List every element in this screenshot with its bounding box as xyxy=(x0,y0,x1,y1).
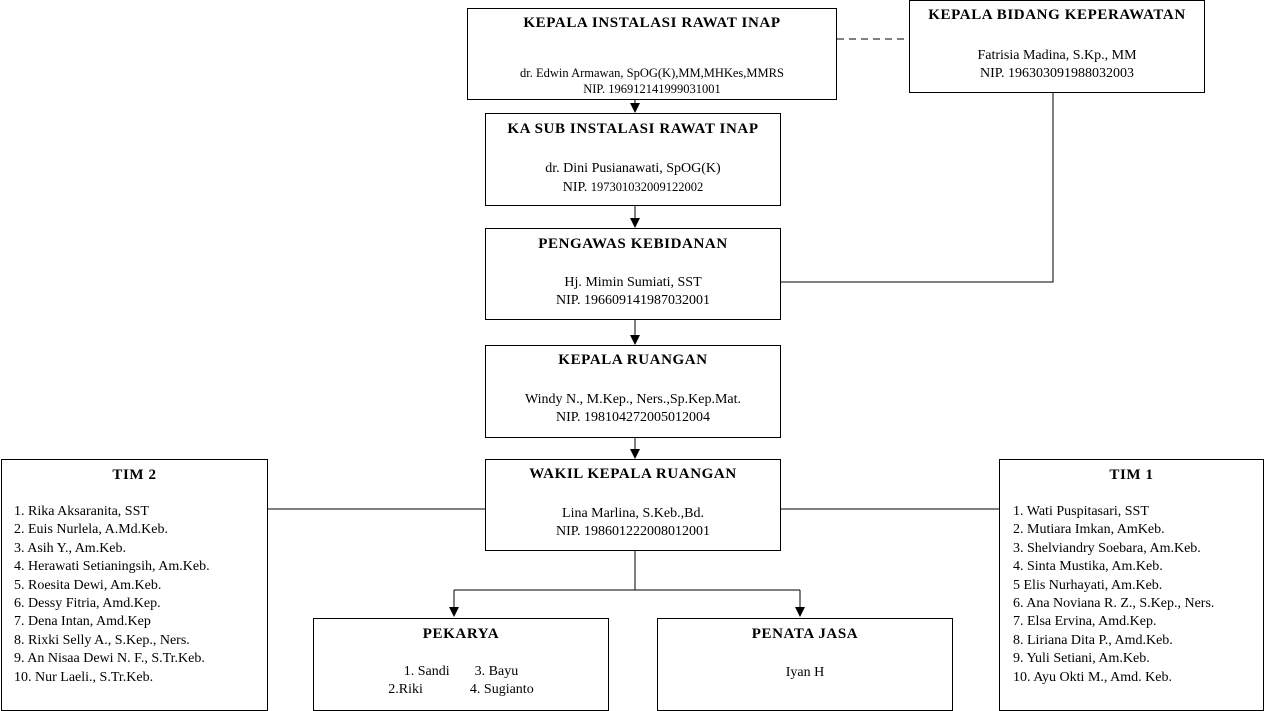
list-item: 6. Ana Noviana R. Z., S.Kep., Ners. xyxy=(1013,596,1215,612)
ka-sub-instalasi-name: dr. Dini Pusianawati, SpOG(K) xyxy=(545,161,721,176)
list-item: 1. Rika Aksaranita, SST xyxy=(14,504,149,519)
kepala-bidang-nip: NIP. 196303091988032003 xyxy=(979,66,1134,81)
wakil-kepala-ruangan-name: Lina Marlina, S.Keb.,Bd. xyxy=(562,506,704,521)
pengawas-kebidanan-box: PENGAWAS KEBIDANAN Hj. Mimin Sumiati, SS… xyxy=(485,228,781,320)
tim-2-box: TIM 2 1. Rika Aksaranita, SST 2. Euis Nu… xyxy=(1,459,268,711)
wakil-kepala-ruangan-box: WAKIL KEPALA RUANGAN Lina Marlina, S.Keb… xyxy=(485,459,781,551)
kepala-instalasi-nip: NIP. 196912141999031001 xyxy=(583,82,721,96)
pengawas-kebidanan-name: Hj. Mimin Sumiati, SST xyxy=(564,275,702,290)
list-item: 8. Rixki Selly A., S.Kep., Ners. xyxy=(14,632,190,648)
list-item: 1. Wati Puspitasari, SST xyxy=(1013,504,1149,519)
kepala-ruangan-nip: NIP. 198104272005012004 xyxy=(555,410,710,425)
kepala-instalasi-name: dr. Edwin Armawan, SpOG(K),MM,MHKes,MMRS xyxy=(520,66,784,80)
ka-sub-instalasi-nip-label: NIP. xyxy=(562,180,588,195)
line-kepala-bidang-to-pengawas xyxy=(781,93,1054,283)
ka-sub-instalasi-nip-number: 197301032009122002 xyxy=(590,180,704,194)
list-item: 5. Roesita Dewi, Am.Keb. xyxy=(14,577,162,593)
kepala-bidang-box: KEPALA BIDANG KEPERAWATAN Fatrisia Madin… xyxy=(909,0,1205,93)
pekarya-member: 2.Riki xyxy=(388,682,423,697)
list-item: 9. An Nisaa Dewi N. F., S.Tr.Keb. xyxy=(14,651,205,667)
list-item: 9. Yuli Setiani, Am.Keb. xyxy=(1013,651,1150,667)
pengawas-kebidanan-nip: NIP. 196609141987032001 xyxy=(555,293,710,308)
ka-sub-instalasi-nip: NIP. 197301032009122002 xyxy=(486,180,780,196)
list-item: 3. Shelviandry Soebara, Am.Keb. xyxy=(1013,540,1201,556)
list-item: 2. Mutiara Imkan, AmKeb. xyxy=(1013,522,1165,538)
tim-1-box: TIM 1 1. Wati Puspitasari, SST 2. Mutiar… xyxy=(999,459,1264,711)
ka-sub-instalasi-box: KA SUB INSTALASI RAWAT INAP dr. Dini Pus… xyxy=(485,113,781,206)
pekarya-title: PEKARYA xyxy=(422,626,500,642)
kepala-ruangan-box: KEPALA RUANGAN Windy N., M.Kep., Ners.,S… xyxy=(485,345,781,438)
pekarya-box: PEKARYA 1. Sandi 3. Bayu 2.Riki 4. Sugia… xyxy=(313,618,609,711)
pengawas-kebidanan-title: PENGAWAS KEBIDANAN xyxy=(538,236,728,252)
list-item: 8. Liriana Dita P., Amd.Keb. xyxy=(1013,632,1173,648)
list-item: 2. Euis Nurlela, A.Md.Keb. xyxy=(14,522,168,538)
penata-jasa-name: Iyan H xyxy=(785,665,825,680)
list-item: 4. Sinta Mustika, Am.Keb. xyxy=(1013,559,1163,575)
kepala-ruangan-title: KEPALA RUANGAN xyxy=(558,352,708,368)
kepala-bidang-name: Fatrisia Madina, S.Kp., MM xyxy=(977,48,1137,63)
list-item: 4. Herawati Setianingsih, Am.Keb. xyxy=(14,559,210,575)
pekarya-row-2: 2.Riki 4. Sugianto xyxy=(314,682,608,698)
list-item: 10. Ayu Okti M., Amd. Keb. xyxy=(1013,669,1172,685)
kepala-instalasi-title: KEPALA INSTALASI RAWAT INAP xyxy=(523,15,781,31)
wakil-kepala-ruangan-title: WAKIL KEPALA RUANGAN xyxy=(529,466,737,482)
tim-1-title: TIM 1 xyxy=(1109,467,1154,483)
tim-1-member-list: 1. Wati Puspitasari, SST 2. Mutiara Imka… xyxy=(1013,503,1214,687)
list-item: 7. Dena Intan, Amd.Kep xyxy=(14,614,151,630)
kepala-bidang-title: KEPALA BIDANG KEPERAWATAN xyxy=(928,7,1186,23)
kepala-ruangan-name: Windy N., M.Kep., Ners.,Sp.Kep.Mat. xyxy=(524,392,742,407)
list-item: 7. Elsa Ervina, Amd.Kep. xyxy=(1013,614,1157,630)
wakil-kepala-ruangan-nip: NIP. 198601222008012001 xyxy=(555,524,710,539)
pekarya-row-1: 1. Sandi 3. Bayu xyxy=(314,664,608,680)
pekarya-member: 1. Sandi xyxy=(403,664,450,679)
penata-jasa-box: PENATA JASA Iyan H xyxy=(657,618,953,711)
list-item: 6. Dessy Fitria, Amd.Kep. xyxy=(14,596,161,612)
list-item: 10. Nur Laeli., S.Tr.Keb. xyxy=(14,669,154,685)
ka-sub-instalasi-title: KA SUB INSTALASI RAWAT INAP xyxy=(507,121,759,137)
list-item: 5 Elis Nurhayati, Am.Keb. xyxy=(1013,577,1163,593)
pekarya-member: 4. Sugianto xyxy=(469,682,534,697)
kepala-instalasi-box: KEPALA INSTALASI RAWAT INAP dr. Edwin Ar… xyxy=(467,8,837,100)
pekarya-member: 3. Bayu xyxy=(474,664,519,679)
list-item: 3. Asih Y., Am.Keb. xyxy=(14,540,127,556)
tim-2-member-list: 1. Rika Aksaranita, SST 2. Euis Nurlela,… xyxy=(14,503,210,687)
penata-jasa-title: PENATA JASA xyxy=(751,626,859,642)
tim-2-title: TIM 2 xyxy=(112,467,157,483)
